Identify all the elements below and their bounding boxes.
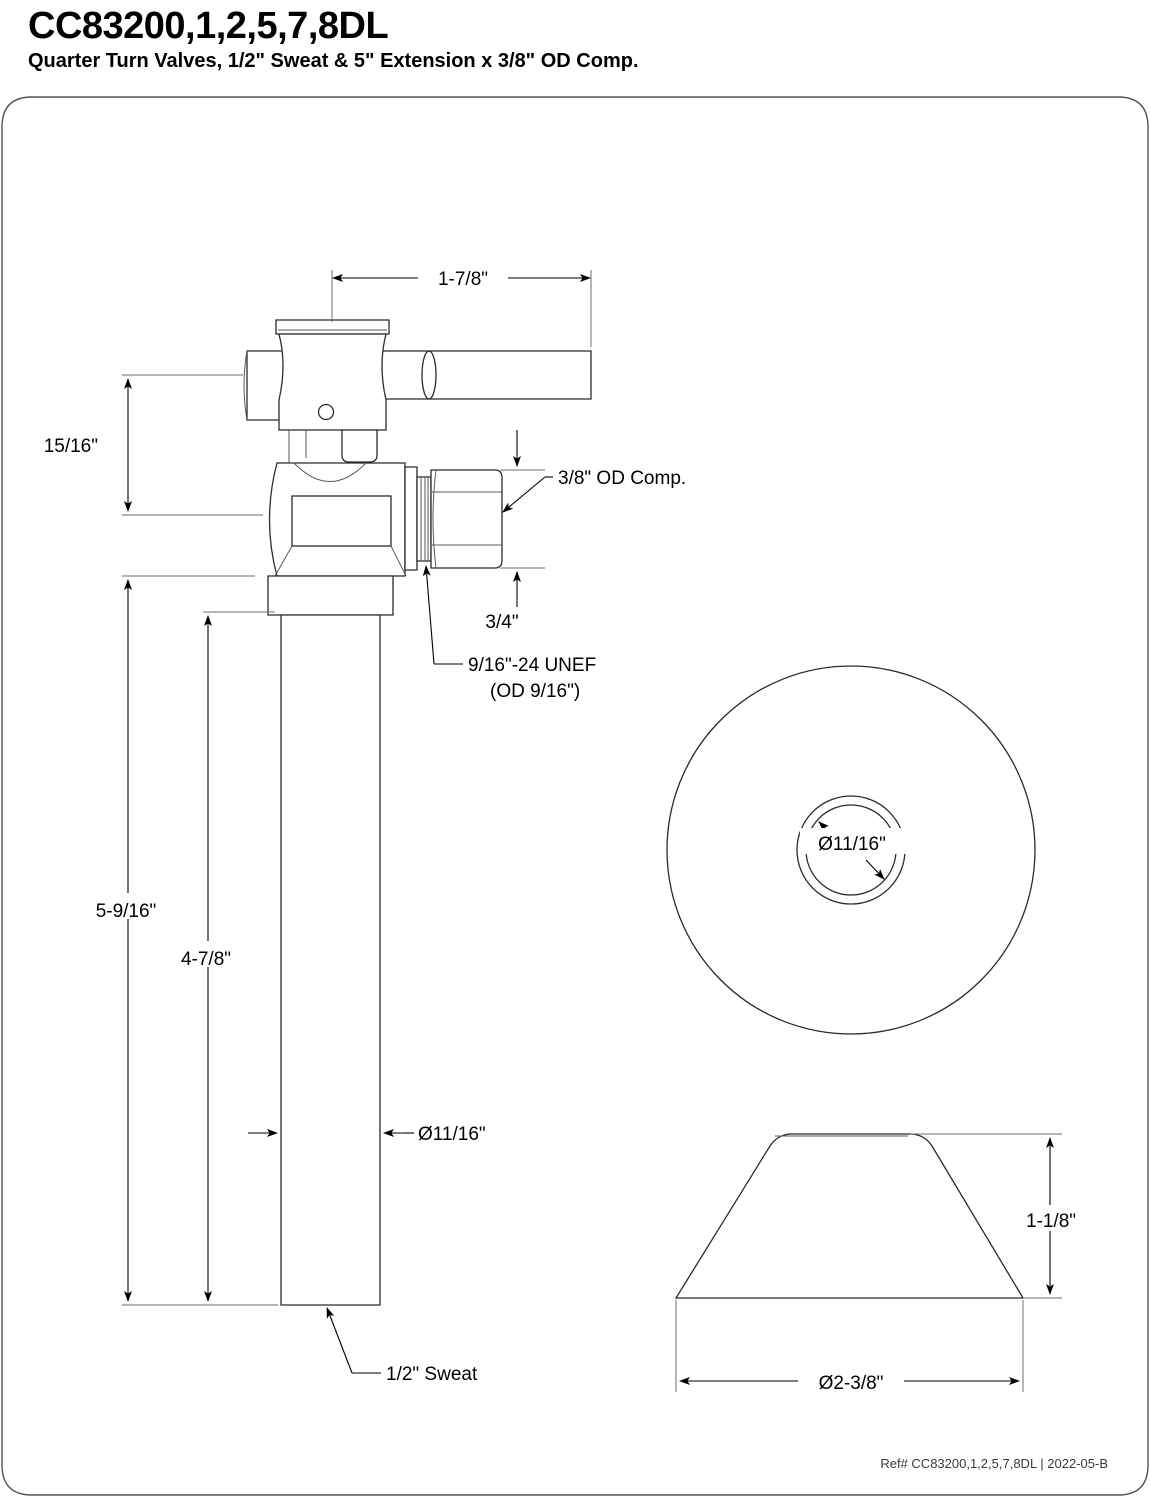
lever-handle-collar	[421, 350, 437, 400]
callout-label-inlet: 1/2" Sweat	[386, 1364, 478, 1385]
valve-body-taper-left	[274, 545, 293, 577]
valve-body-flat	[291, 495, 392, 547]
outlet-thread	[416, 476, 432, 562]
dim-text-bg-1	[418, 266, 508, 290]
dim-label-bell-height: 1-1/8"	[1026, 1211, 1076, 1232]
callout-label-thread-line1: 9/16"-24 UNEF	[468, 655, 596, 676]
dimension-tube-diameter: Ø11/16"	[248, 1124, 486, 1145]
dim-label-tube-overall: 5-9/16"	[96, 901, 157, 922]
callout-thread: 9/16"-24 UNEF (OD 9/16")	[422, 565, 596, 702]
leader-line-thread	[422, 565, 435, 665]
footer-reference: Ref# CC83200,1,2,5,7,8DL | 2022-05-B	[880, 1456, 1108, 1471]
dimension-nut-height: 3/4"	[485, 430, 545, 633]
leader-line-outlet	[502, 476, 546, 513]
callout-inlet: 1/2" Sweat	[326, 1307, 478, 1385]
dim-label-escutcheon-bore: Ø11/16"	[818, 834, 886, 855]
dim-label-bell-base: Ø2-3/8"	[819, 1373, 884, 1394]
callout-outlet: 3/8" OD Comp.	[502, 468, 686, 513]
set-screw-hole-icon	[317, 403, 335, 421]
dimension-escutcheon-bore: Ø11/16"	[800, 821, 906, 880]
dim-text-bg-3	[168, 941, 244, 967]
valve-assembly-elevation	[243, 319, 592, 1306]
page-subtitle: Quarter Turn Valves, 1/2" Sweat & 5" Ext…	[28, 50, 639, 72]
dimension-bell-height: 1-1/8"	[910, 1133, 1090, 1299]
valve-body-taper-right	[390, 545, 407, 577]
cone-outline	[674, 1133, 1025, 1299]
dimension-overall-width-top: 1-7/8"	[331, 266, 592, 347]
dimension-bell-base-diameter: Ø2-3/8"	[675, 1300, 1024, 1394]
dim-text-bg-4	[800, 828, 906, 854]
extension-tube	[280, 614, 381, 1306]
dim-arrow-bore-lower	[865, 859, 885, 880]
handle-left-stub-cap	[243, 350, 248, 421]
dimension-tube-exposed-length: 4-7/8"	[168, 611, 278, 1306]
inlet-socket-collar	[267, 575, 394, 616]
title-block: CC83200,1,2,5,7,8DL Quarter Turn Valves,…	[28, 4, 1128, 74]
valve-body	[268, 462, 406, 577]
escutcheon-outer-circle	[666, 665, 1036, 1035]
dim-label-tube-exposed: 4-7/8"	[181, 949, 231, 970]
valve-hub-cap	[275, 319, 390, 335]
dimension-tube-overall-length: 5-9/16"	[88, 575, 278, 1306]
compression-hex-nut	[430, 469, 503, 569]
valve-stem-boss	[341, 429, 378, 463]
outlet-boss	[404, 466, 418, 571]
valve-body-dome	[293, 462, 367, 482]
dim-text-bg-6	[798, 1368, 904, 1394]
sheet-border	[1, 96, 1149, 1496]
dim-label-tube-diameter: Ø11/16"	[418, 1124, 486, 1145]
callout-label-outlet: 3/8" OD Comp.	[558, 468, 686, 489]
escutcheon-plan-view: Ø11/16"	[666, 665, 1036, 1035]
dim-label-overall-width-top: 1-7/8"	[438, 269, 488, 290]
page-title: CC83200,1,2,5,7,8DL	[28, 5, 389, 47]
leader-line-inlet	[326, 1307, 353, 1374]
escutcheon-cone-profile: 1-1/8" Ø2-3/8"	[674, 1133, 1090, 1394]
valve-hub-body	[278, 333, 387, 431]
dim-label-nut-height: 3/4"	[485, 612, 518, 633]
dim-text-bg-2	[88, 893, 164, 919]
dim-text-bg-5	[1012, 1205, 1090, 1231]
dim-label-valve-height: 15/16"	[44, 436, 98, 457]
hex-nut-chamfer-left	[432, 469, 437, 569]
callout-label-thread-line2: (OD 9/16")	[490, 681, 580, 702]
dimension-valve-height: 15/16"	[44, 374, 263, 516]
